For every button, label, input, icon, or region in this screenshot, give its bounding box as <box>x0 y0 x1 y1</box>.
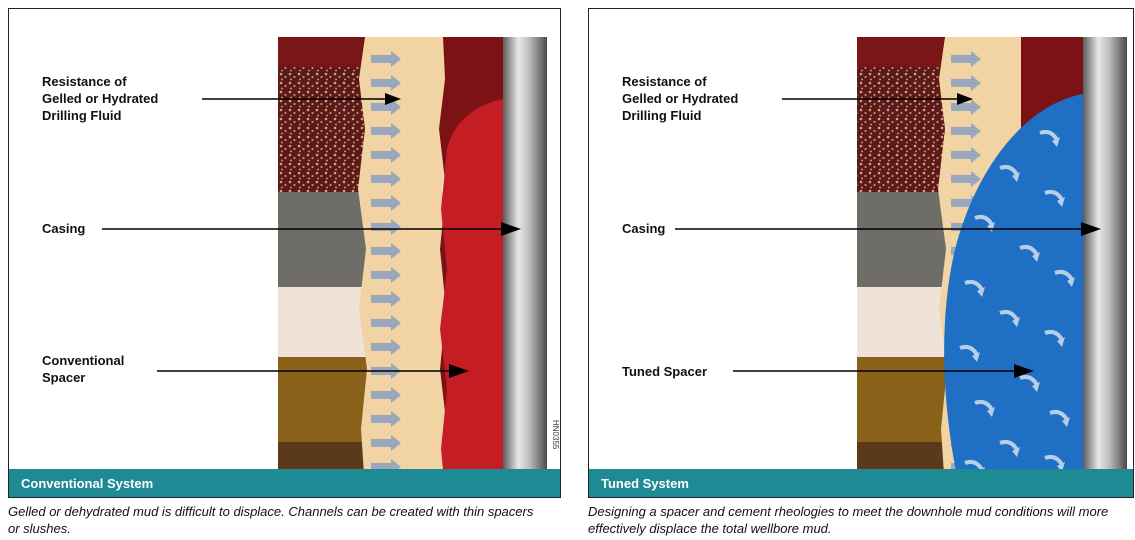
conventional-spacer-zone <box>440 99 503 490</box>
casing-pipe <box>503 37 547 490</box>
resistance-label: Resistance of Gelled or Hydrated Drillin… <box>42 73 158 124</box>
tuned-spacer-label: Tuned Spacer <box>622 363 707 380</box>
tuned-system-panel: Resistance of Gelled or Hydrated Drillin… <box>588 8 1134 498</box>
casing-label: Casing <box>622 220 665 237</box>
conventional-system-panel: Resistance of Gelled or Hydrated Drillin… <box>8 8 561 498</box>
conventional-system-band: Conventional System <box>9 469 560 497</box>
tuned-system-band: Tuned System <box>589 469 1133 497</box>
figure-code: HN0355 <box>551 420 560 449</box>
casing-label: Casing <box>42 220 85 237</box>
formation-layers <box>857 37 952 490</box>
formation-layers <box>278 37 373 490</box>
band-title: Conventional System <box>21 476 153 491</box>
tuned-caption: Designing a spacer and cement rheologies… <box>588 503 1128 537</box>
conventional-caption: Gelled or dehydrated mud is difficult to… <box>8 503 548 537</box>
conventional-spacer-label: Conventional Spacer <box>42 352 124 386</box>
resistance-label: Resistance of Gelled or Hydrated Drillin… <box>622 73 738 124</box>
casing-pipe <box>1083 37 1127 490</box>
band-title: Tuned System <box>601 476 689 491</box>
